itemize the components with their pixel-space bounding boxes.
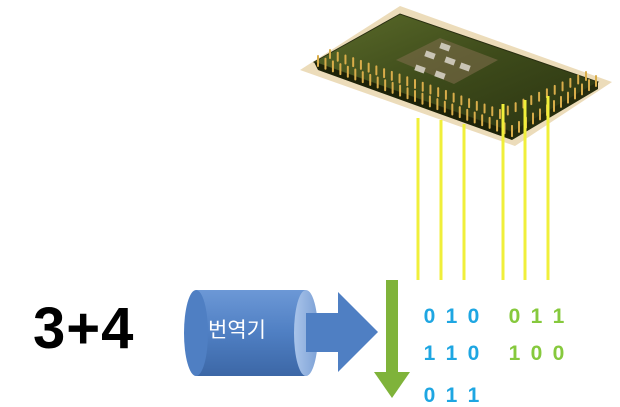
arrow-right-icon: [306, 292, 378, 372]
translator-label: 번역기: [208, 320, 288, 341]
bit: 1: [446, 343, 468, 364]
bit: 1: [509, 343, 531, 364]
bit: 0: [553, 343, 575, 364]
bit: 0: [468, 343, 490, 364]
expression-text: 3+4: [33, 300, 134, 358]
cpu-chip-icon: [300, 6, 612, 146]
bit: 1: [424, 343, 446, 364]
bit: 0: [531, 343, 553, 364]
arrow-down-icon: [374, 280, 410, 398]
